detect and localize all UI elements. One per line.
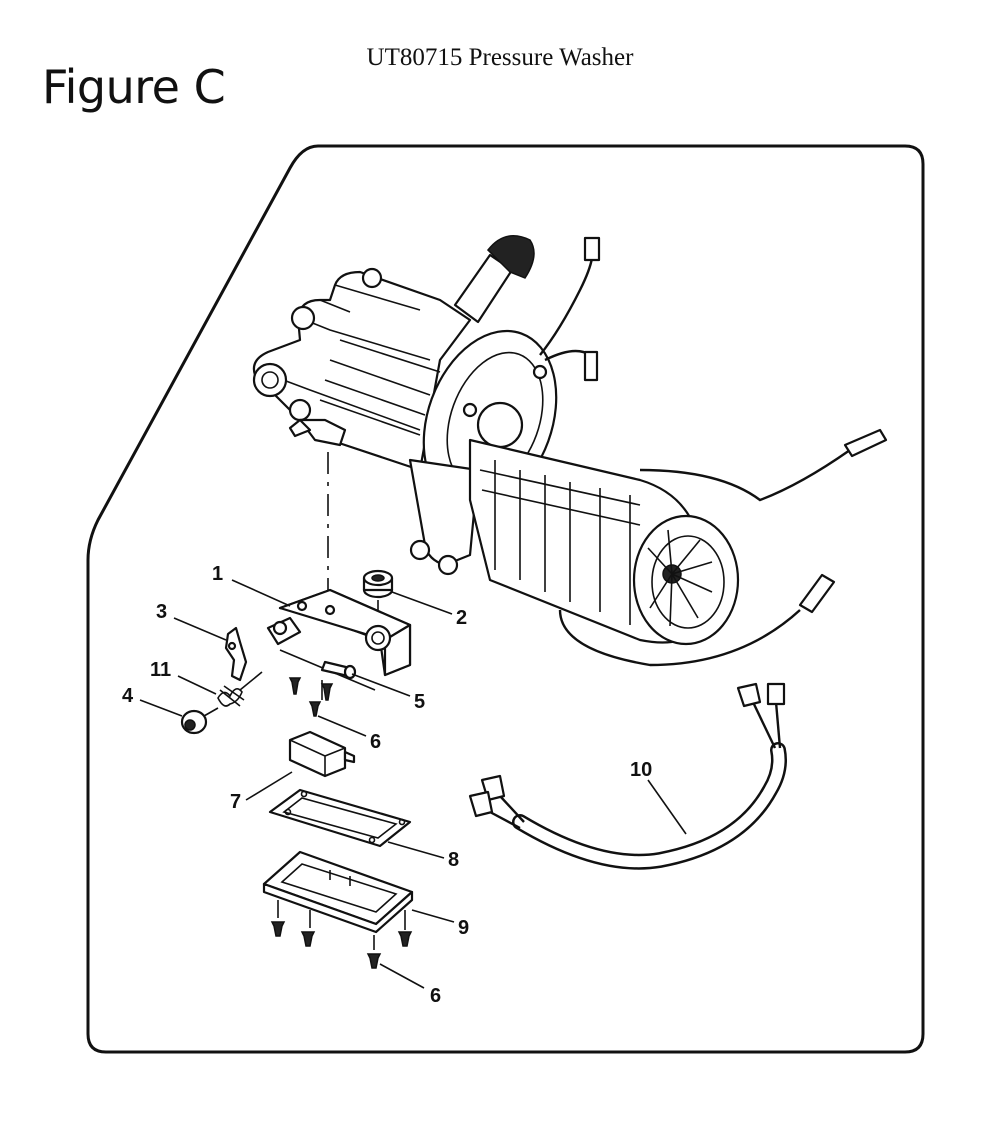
callout-label: 3: [156, 601, 167, 623]
part-4-knob: [180, 707, 219, 735]
diagram-frame: [86, 144, 925, 1054]
callout-label: 2: [456, 607, 467, 629]
callout-9: 9: [411, 909, 469, 939]
callout-label: 9: [458, 917, 469, 939]
callout-10: 10: [630, 759, 687, 835]
motor-pump-assembly: [252, 235, 888, 667]
screws-lower: [270, 921, 413, 969]
callout-4: 4: [122, 685, 183, 717]
part-2-grommet: [362, 569, 394, 599]
callout-6-lower: 6: [379, 963, 441, 1007]
callout-5: 5: [351, 673, 425, 713]
part-3-lever: [224, 626, 248, 682]
callout-1: 1: [212, 563, 291, 607]
callout-label: 5: [414, 691, 425, 713]
callout-2: 2: [391, 591, 467, 629]
callout-7: 7: [230, 771, 293, 813]
screws-upper: [288, 677, 334, 717]
part-8-gasket: [268, 788, 412, 848]
part-11-spring: [217, 671, 263, 707]
callout-11: 11: [150, 659, 217, 695]
diagram-title: UT80715 Pressure Washer: [366, 44, 634, 71]
part-5-pin: [320, 660, 357, 680]
callout-label: 1: [212, 563, 223, 585]
callout-label: 11: [150, 659, 171, 681]
part-9-cover-plate: [262, 850, 414, 934]
part-10-wire-harness: [468, 682, 787, 870]
part-1-housing: [266, 588, 412, 691]
figure-label: Figure C: [42, 60, 226, 114]
callout-label: 7: [230, 791, 241, 813]
callout-label: 10: [630, 759, 652, 781]
part-7-switch: [288, 730, 356, 778]
callout-6-upper: 6: [317, 715, 381, 753]
callout-label: 4: [122, 685, 134, 707]
callout-label: 6: [430, 985, 441, 1007]
callout-label: 6: [370, 731, 381, 753]
callout-3: 3: [156, 601, 227, 641]
callout-8: 8: [387, 841, 459, 871]
callout-label: 8: [448, 849, 459, 871]
